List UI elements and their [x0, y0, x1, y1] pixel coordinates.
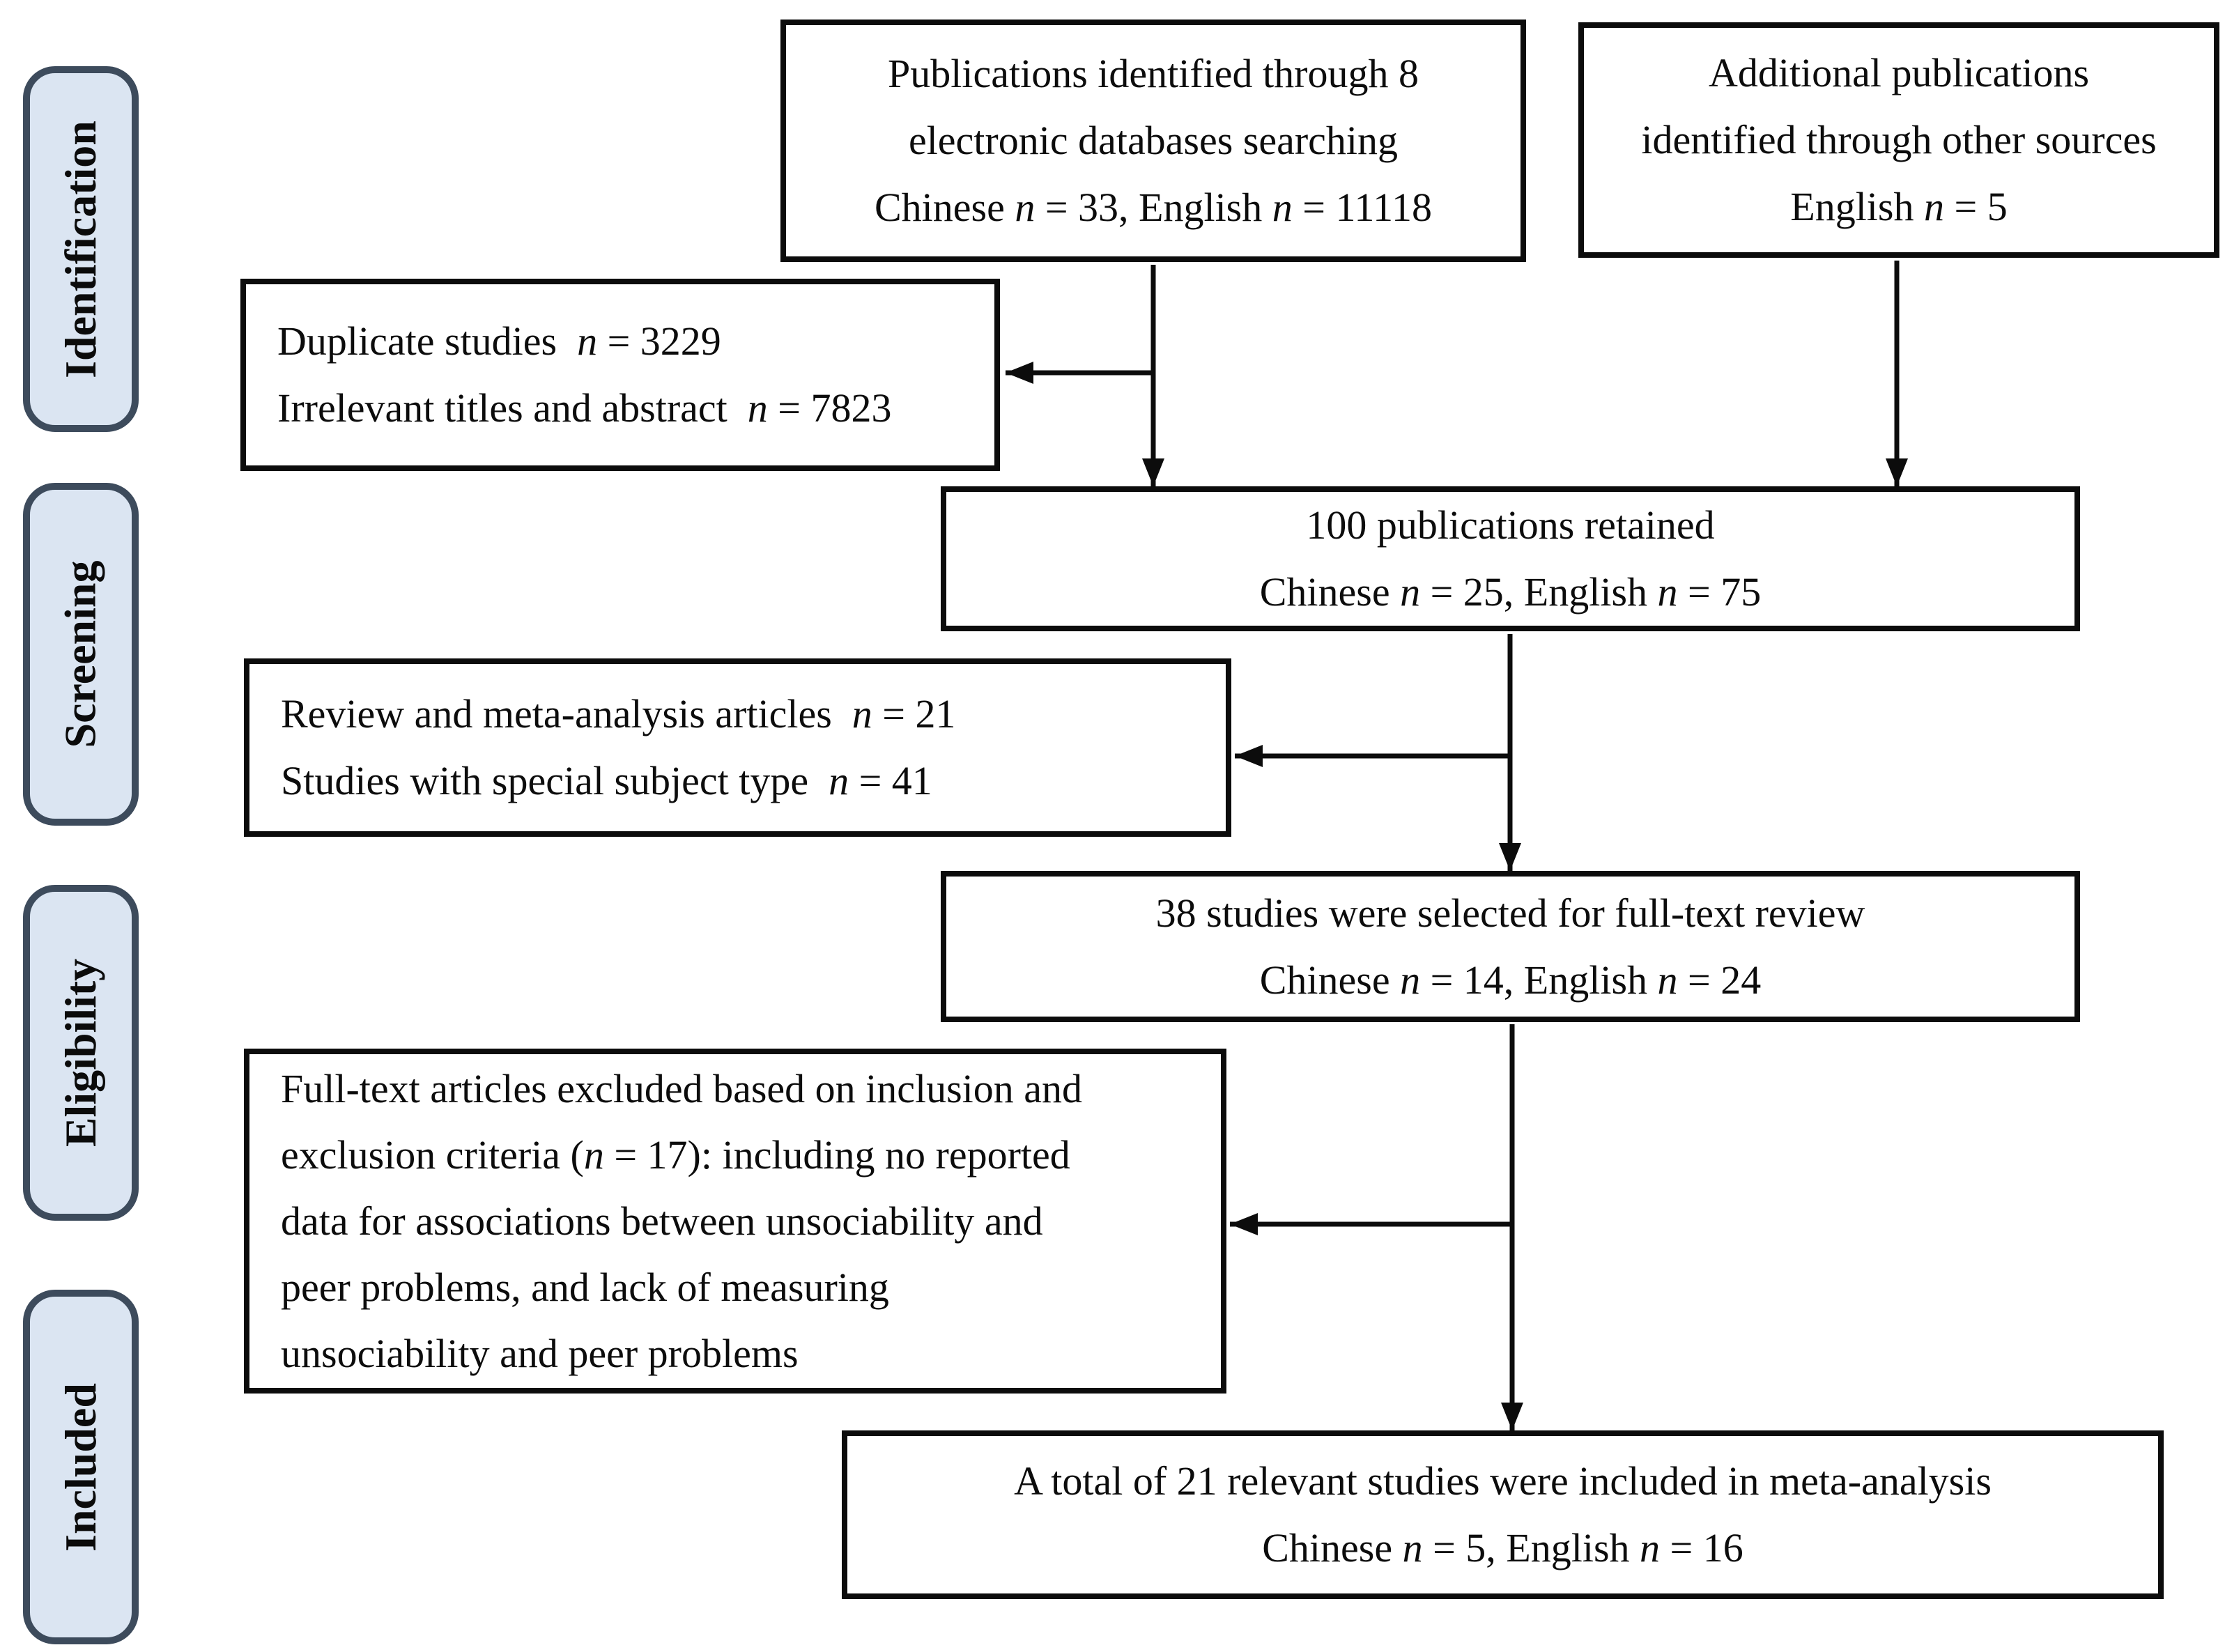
box-screening-excluded: Review and meta-analysis articles n = 21… [244, 658, 1231, 837]
box-fulltext-review-selected: 38 studies were selected for full-text r… [941, 871, 2080, 1022]
stage-label-screening: Screening [23, 483, 139, 826]
stage-label-text: Identification [56, 120, 105, 378]
box-text: A total of 21 relevant studies were incl… [1014, 1458, 1992, 1570]
stage-label-eligibility: Eligibility [23, 885, 139, 1221]
stage-label-text: Included [56, 1382, 105, 1552]
stage-label-text: Screening [56, 560, 105, 748]
box-text: Review and meta-analysis articles n = 21… [281, 691, 956, 803]
box-fulltext-excluded: Full-text articles excluded based on inc… [244, 1049, 1226, 1394]
stage-label-text: Eligibility [56, 958, 105, 1148]
stage-label-identification: Identification [23, 66, 139, 432]
box-text: Full-text articles excluded based on inc… [281, 1066, 1083, 1376]
box-text: 38 studies were selected for full-text r… [1155, 890, 1865, 1003]
box-included-in-meta-analysis: A total of 21 relevant studies were incl… [842, 1430, 2164, 1599]
stage-label-included: Included [23, 1290, 139, 1644]
